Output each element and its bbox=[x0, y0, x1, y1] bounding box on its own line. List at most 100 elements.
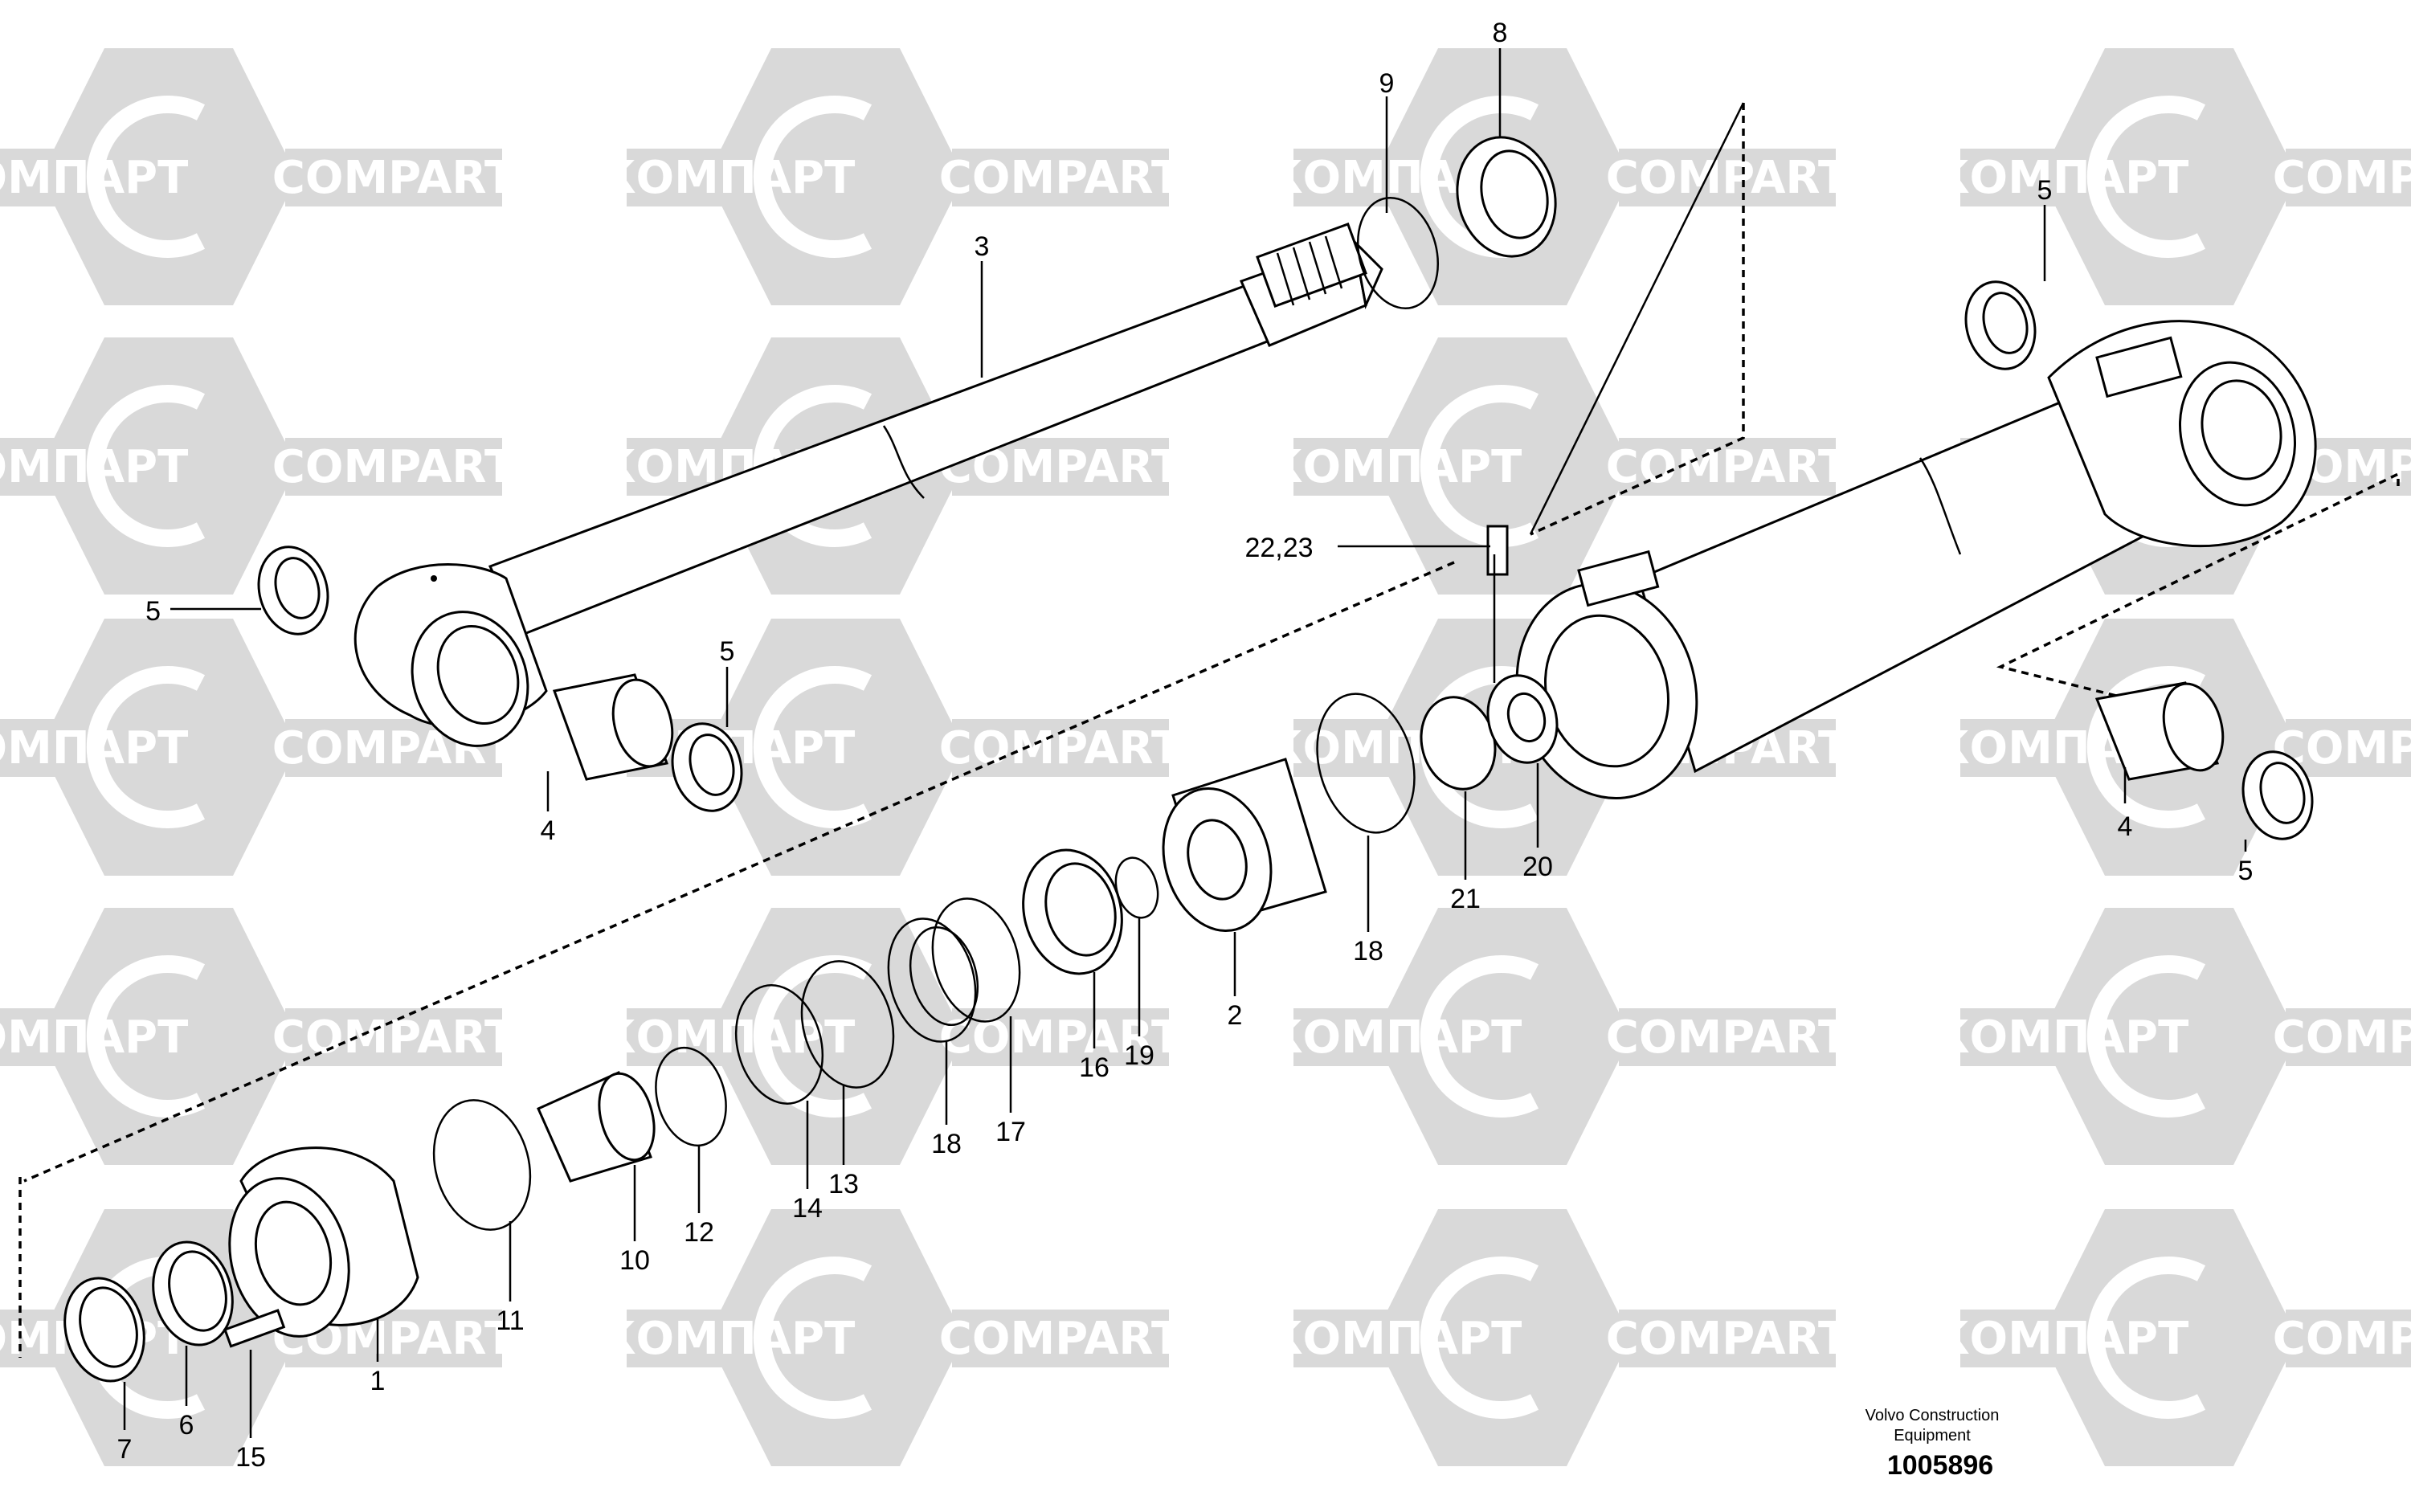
watermark-text-cyrillic: КОМПАРТ bbox=[1266, 1011, 1522, 1064]
watermark-c-emblem bbox=[753, 666, 872, 828]
callout-3-piston-rod: 3 bbox=[975, 231, 990, 262]
watermark-c-emblem bbox=[86, 96, 206, 258]
watermark-band-left bbox=[627, 149, 828, 206]
watermark-band-right bbox=[952, 719, 1169, 777]
watermark-band-right bbox=[1619, 438, 1836, 496]
callout-5-rod-eye-seal: 5 bbox=[145, 596, 161, 627]
rod-eye bbox=[353, 563, 548, 747]
footer-block: Volvo Construction Equipment 1005896 bbox=[1865, 1407, 2000, 1481]
leader-lines bbox=[123, 48, 2247, 1438]
watermark-c-emblem bbox=[86, 385, 206, 547]
watermark-text-latin: COMPART bbox=[2273, 1011, 2411, 1064]
watermark-band-right bbox=[1619, 1310, 1836, 1367]
watermark-hexagon bbox=[40, 337, 297, 595]
watermark-band-left bbox=[1293, 438, 1494, 496]
watermark-band-right bbox=[285, 1008, 502, 1066]
callout-labels: 5 3 9 8 4 5 22,23 20 21 18 5 4 5 2 19 16… bbox=[117, 18, 2254, 1473]
callout-16-wear-ring: 16 bbox=[1079, 1052, 1109, 1083]
watermark-hexagon bbox=[40, 48, 297, 305]
watermark-band-left bbox=[1960, 1310, 2161, 1367]
callout-14-seal: 14 bbox=[792, 1193, 823, 1224]
watermark-band-right bbox=[285, 438, 502, 496]
watermark-band-left bbox=[1293, 1310, 1494, 1367]
watermark-tile: КОМПАРТ COMPART bbox=[1266, 908, 1849, 1165]
watermark-text-latin: COMPART bbox=[272, 1011, 515, 1064]
callout-4-tube-bushing: 4 bbox=[2118, 811, 2133, 842]
watermark-c-emblem bbox=[2086, 1257, 2206, 1419]
watermark-tile: КОМПАРТ COMPART bbox=[599, 908, 1182, 1165]
watermark-c-emblem bbox=[753, 1257, 872, 1419]
watermark-hexagon bbox=[1374, 337, 1631, 595]
watermark-text-cyrillic: КОМПАРТ bbox=[1933, 1313, 2189, 1365]
watermark-hexagon bbox=[40, 619, 297, 876]
watermark-text-cyrillic: КОМПАРТ bbox=[599, 1313, 856, 1365]
watermark-hexagon bbox=[707, 48, 964, 305]
callout-20-nut: 20 bbox=[1522, 852, 1553, 882]
watermark-text-latin: COMPART bbox=[1606, 441, 1849, 493]
watermark-band-left bbox=[0, 1008, 161, 1066]
watermark-hexagon bbox=[2041, 48, 2298, 305]
watermark-c-emblem bbox=[2086, 666, 2206, 828]
watermark-c-emblem bbox=[86, 666, 206, 828]
watermark-text-latin: COMPART bbox=[939, 152, 1182, 204]
watermark-text-cyrillic: КОМПАРТ bbox=[1933, 152, 2189, 204]
footer-company-line1: Volvo Construction bbox=[1865, 1407, 2000, 1424]
watermark-band-left bbox=[627, 1008, 828, 1066]
watermark-band-left bbox=[0, 719, 161, 777]
watermark-c-emblem bbox=[1420, 1257, 1539, 1419]
watermark-band-right bbox=[1619, 1008, 1836, 1066]
callout-21-lock-washer: 21 bbox=[1450, 884, 1481, 914]
callout-18-ring-lower: 18 bbox=[931, 1129, 962, 1159]
watermark-hexagon bbox=[1374, 1209, 1631, 1466]
callout-15-bolt: 15 bbox=[235, 1442, 266, 1473]
watermark-band-left bbox=[1293, 1008, 1494, 1066]
watermark-c-emblem bbox=[2086, 955, 2206, 1118]
watermark-text-cyrillic: КОМПАРТ bbox=[1266, 441, 1522, 493]
watermark-text-cyrillic: КОМПАРТ bbox=[599, 1011, 856, 1064]
watermark-c-emblem bbox=[2086, 96, 2206, 258]
callout-11-ring: 11 bbox=[496, 1306, 524, 1336]
watermark-hexagon bbox=[40, 908, 297, 1165]
callout-8-wiper-ring: 8 bbox=[1493, 18, 1508, 48]
watermark-band-right bbox=[952, 149, 1169, 206]
watermark-band-right bbox=[285, 149, 502, 206]
callout-4-rod-bushing: 4 bbox=[541, 815, 556, 846]
watermark-text-latin: COMPART bbox=[272, 152, 515, 204]
cylinder-tube bbox=[1515, 320, 2317, 799]
watermark-text-latin: COMPART bbox=[1606, 1011, 1849, 1064]
callout-12-ring: 12 bbox=[684, 1217, 714, 1248]
seal-rings-and-bushings bbox=[63, 136, 2314, 1383]
watermark-text-latin: COMPART bbox=[272, 441, 515, 493]
callout-19-o-ring: 19 bbox=[1124, 1040, 1154, 1071]
callout-13-ring: 13 bbox=[828, 1169, 859, 1199]
callout-5-tube-eye-seal-lower: 5 bbox=[2238, 856, 2254, 886]
footer-company-line2: Equipment bbox=[1894, 1427, 1971, 1445]
watermark-c-emblem bbox=[1420, 955, 1539, 1118]
callout-9-snap-ring: 9 bbox=[1379, 68, 1395, 99]
watermark-band-right bbox=[2286, 149, 2411, 206]
watermark-band-right bbox=[2286, 1310, 2411, 1367]
watermark-text-latin: COMPART bbox=[1606, 1313, 1849, 1365]
callout-18-ring-upper: 18 bbox=[1353, 936, 1383, 966]
callout-7-wiper: 7 bbox=[117, 1434, 133, 1465]
watermark-band-left bbox=[0, 438, 161, 496]
callout-17-seal: 17 bbox=[995, 1117, 1026, 1147]
watermark-band-left bbox=[627, 1310, 828, 1367]
watermark-hexagon bbox=[2041, 908, 2298, 1165]
callout-6-ring: 6 bbox=[179, 1410, 194, 1440]
watermark-text-latin: COMPART bbox=[939, 1011, 1182, 1064]
watermark-tile: КОМПАРТ COMPART bbox=[1266, 337, 1849, 595]
watermark-band-right bbox=[2286, 719, 2411, 777]
